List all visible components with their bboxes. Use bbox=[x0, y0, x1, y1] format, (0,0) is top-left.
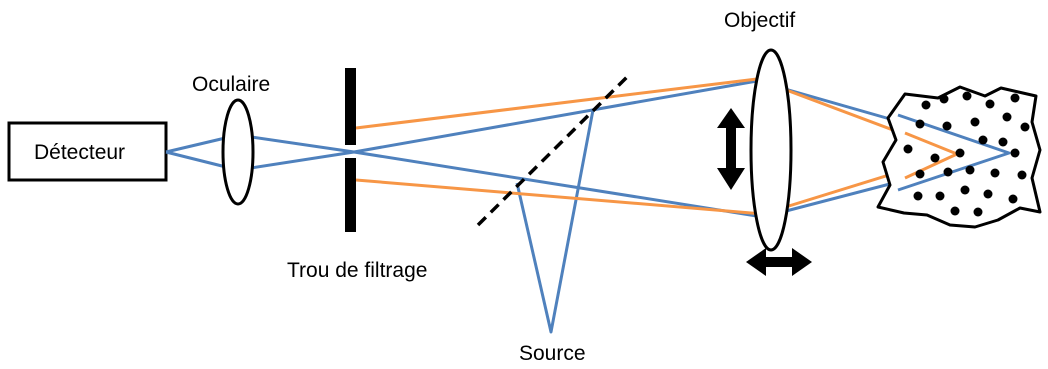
eyepiece-label: Oculaire bbox=[192, 73, 271, 96]
eyepiece-lens bbox=[221, 98, 255, 206]
blue-ray-lower bbox=[165, 150, 1010, 219]
pinhole-label: Trou de filtrage bbox=[287, 259, 428, 282]
sample-particles bbox=[903, 91, 1030, 217]
objective-label: Objectif bbox=[724, 9, 796, 32]
blue-ray-source-path bbox=[515, 109, 595, 334]
detector-box bbox=[7, 121, 168, 182]
pinhole-bar-top bbox=[345, 68, 356, 145]
orange-ray-lower bbox=[355, 152, 958, 216]
vertical-double-arrow bbox=[717, 108, 745, 190]
pinhole-bar-bottom bbox=[345, 158, 356, 232]
orange-ray-upper bbox=[355, 77, 958, 156]
blue-rays bbox=[165, 79, 1010, 334]
detector-label: Détecteur bbox=[34, 141, 126, 164]
source-label: Source bbox=[519, 342, 586, 365]
horizontal-double-arrow bbox=[746, 248, 812, 276]
objective-lens bbox=[749, 48, 793, 252]
